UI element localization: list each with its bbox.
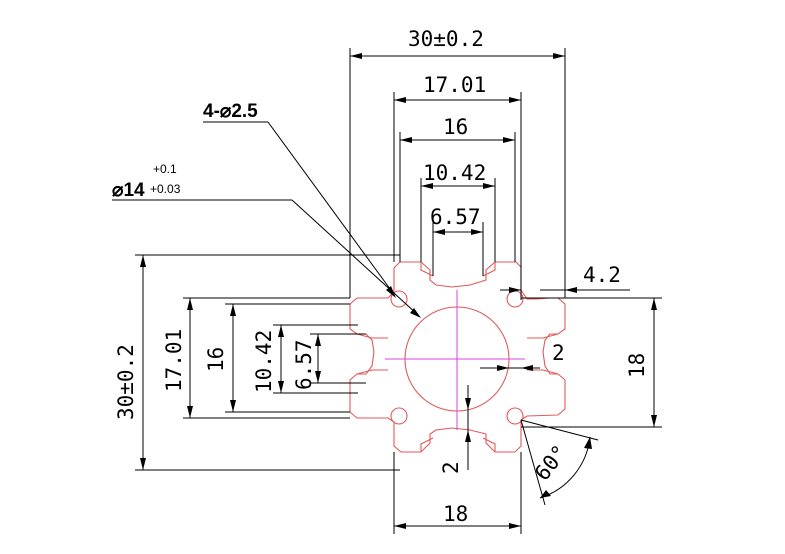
dim-height-slot-neck: 6.57 xyxy=(292,339,316,390)
top-dimensions: 30±0.2 17.01 16 10.42 6.57 xyxy=(349,27,566,298)
label-holes: 4-⌀2.5 xyxy=(203,101,258,122)
dim-height-total: 30±0.2 xyxy=(114,344,138,420)
label-bore-tol-upper: +0.1 xyxy=(153,162,177,176)
dim-wall-bottom: 2 xyxy=(439,461,463,474)
dim-offset-right: 4.2 xyxy=(583,263,621,287)
dim-width-slot-neck: 6.57 xyxy=(430,205,481,229)
dim-width-bottom: 18 xyxy=(443,502,468,526)
dim-height-outer-slot: 17.01 xyxy=(162,329,186,392)
dim-width-outer-slot: 17.01 xyxy=(423,73,486,97)
dim-height-slot-open: 10.42 xyxy=(252,330,276,393)
top-slot-inner xyxy=(420,262,434,277)
profile-contour xyxy=(349,261,566,453)
dim-width-inner-slot: 16 xyxy=(443,115,468,139)
center-lines xyxy=(385,290,525,430)
dim-height-right: 18 xyxy=(625,353,649,378)
top-slot-inner-right xyxy=(482,262,496,277)
leader-labels: 4-⌀2.5 ⌀14 +0.1 +0.03 xyxy=(112,101,421,318)
dim-width-slot-open: 10.42 xyxy=(423,161,486,185)
hole-top-left xyxy=(390,290,408,308)
dim-angle: 60° xyxy=(530,440,572,485)
hole-bottom-left xyxy=(390,407,408,425)
dim-height-inner-slot: 16 xyxy=(204,347,228,372)
label-bore-tol-lower: +0.03 xyxy=(150,182,181,196)
label-bore: ⌀14 xyxy=(112,180,145,201)
dim-wall-right: 2 xyxy=(552,341,565,365)
dim-width-total: 30±0.2 xyxy=(408,27,484,51)
left-dimensions: 30±0.2 17.01 16 10.42 6.57 xyxy=(114,254,400,471)
right-dimensions: 4.2 18 2 xyxy=(480,262,662,428)
hole-bottom-right xyxy=(506,407,524,425)
bottom-dimensions: 2 18 60° xyxy=(393,385,599,534)
left-slot-inner xyxy=(356,333,388,375)
bottom-slot-inner xyxy=(420,437,496,452)
